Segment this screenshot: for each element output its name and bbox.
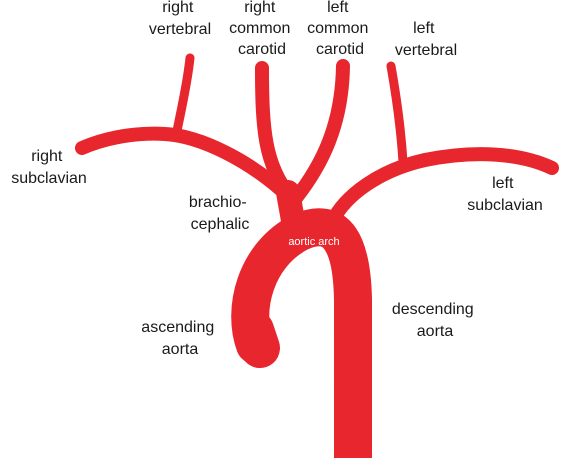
left-common-carotid-vessel xyxy=(289,59,350,205)
label-left-subclavian: left subclavian xyxy=(467,175,543,214)
left-subclavian-vessel xyxy=(325,147,559,229)
ascending-aorta-tip xyxy=(234,310,280,368)
label-left-common-carotid: left common carotid xyxy=(307,0,373,58)
label-aortic-arch: aortic arch xyxy=(288,236,339,248)
label-brachiocephalic: brachio- cephalic xyxy=(189,194,251,233)
label-right-common-carotid: right common carotid xyxy=(229,0,295,58)
right-subclavian-vessel xyxy=(75,126,297,205)
label-right-subclavian: right subclavian xyxy=(11,148,87,187)
vessels xyxy=(75,53,559,458)
left-vertebral-vessel xyxy=(386,61,408,167)
label-right-vertebral: right vertebral xyxy=(149,0,211,38)
label-descending-aorta: descending aorta xyxy=(392,301,478,340)
labels: right vertebral right common carotid lef… xyxy=(11,0,543,358)
label-left-vertebral: left vertebral xyxy=(395,20,457,59)
right-vertebral-vessel xyxy=(171,53,195,141)
label-ascending-aorta: ascending aorta xyxy=(141,319,218,358)
